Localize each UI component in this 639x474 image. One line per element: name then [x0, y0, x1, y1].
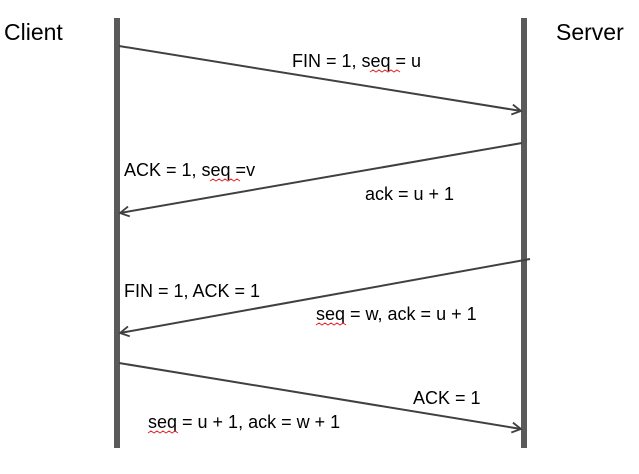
- seq-ack-label: seq = w, ack = u + 1: [316, 304, 477, 324]
- ack-arrow-server-to-client: [118, 142, 523, 218]
- spellcheck-underline: [209, 178, 241, 182]
- server-label: Server: [556, 19, 624, 45]
- spellcheck-underline: [369, 69, 401, 73]
- fin-ack-arrow-server-to-client: [118, 258, 531, 338]
- spellcheck-underline: [315, 322, 347, 326]
- final-ack-arrow-client-to-server: [118, 362, 523, 434]
- ack-seq-label: ACK = 1, seq =v: [124, 160, 255, 180]
- spellcheck-underline: [147, 430, 179, 434]
- final-ack-label: ACK = 1: [413, 388, 481, 408]
- fin-arrow-client-to-server: [118, 45, 523, 116]
- client-label: Client: [4, 19, 63, 45]
- ack-value-label: ack = u + 1: [365, 184, 454, 204]
- fin-label: FIN = 1, seq = u: [292, 51, 421, 71]
- final-seq-ack-label: seq = u + 1, ack = w + 1: [148, 412, 340, 432]
- fin-ack-label: FIN = 1, ACK = 1: [124, 281, 260, 301]
